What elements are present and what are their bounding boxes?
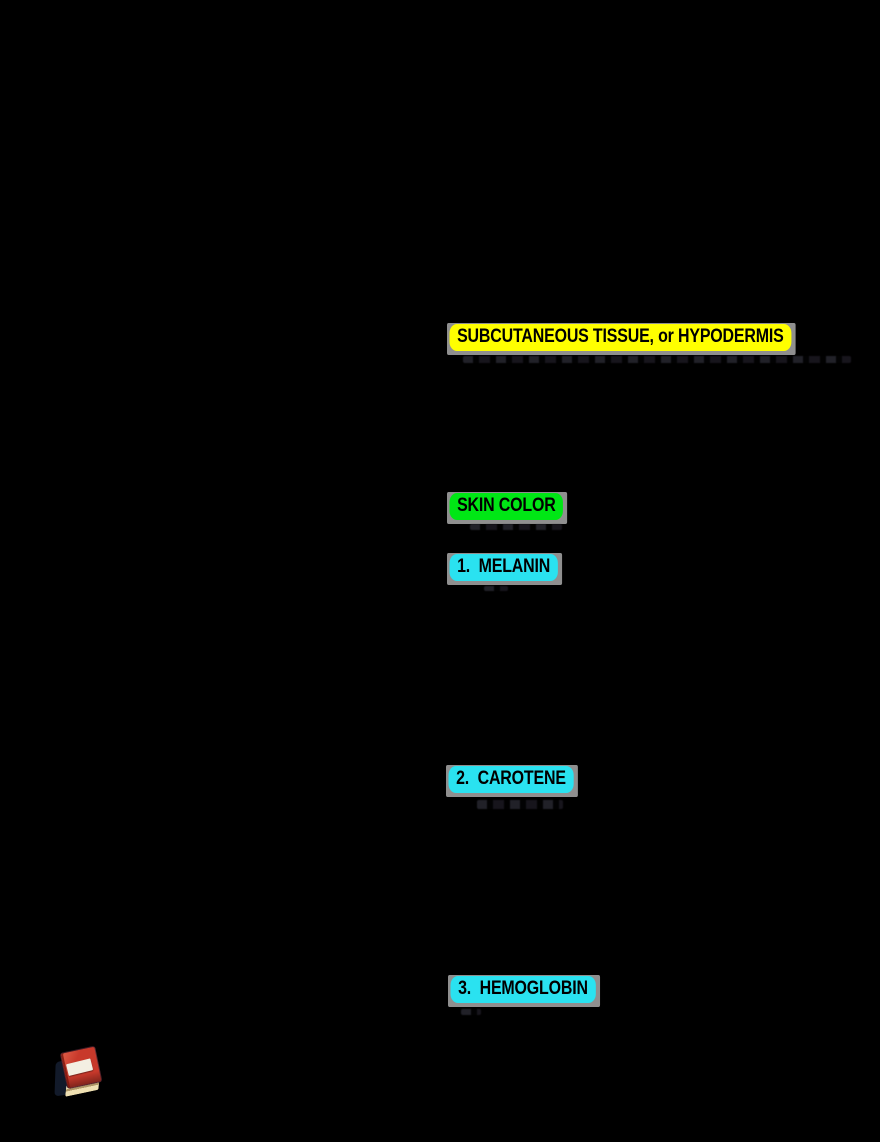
highlight-skin-color: SKIN COLOR — [447, 492, 568, 524]
melanin-label: 1. MELANIN — [449, 554, 558, 581]
carotene-label: 2. CAROTENE — [448, 766, 574, 793]
ghost-text-artifact — [461, 1009, 481, 1015]
ghost-text-artifact — [484, 586, 508, 591]
skin-color-label: SKIN COLOR — [449, 493, 564, 520]
highlight-carotene: 2. CAROTENE — [446, 765, 578, 797]
highlight-subcutaneous-hypodermis: SUBCUTANEOUS TISSUE, or HYPODERMIS — [447, 323, 796, 355]
red-book-icon — [54, 1045, 105, 1097]
ghost-text-artifact — [477, 800, 563, 809]
highlight-melanin: 1. MELANIN — [447, 553, 562, 585]
hemoglobin-label: 3. HEMOGLOBIN — [450, 976, 596, 1003]
ghost-text-artifact — [470, 524, 562, 530]
ghost-text-artifact — [463, 356, 851, 363]
highlight-hemoglobin: 3. HEMOGLOBIN — [448, 975, 600, 1007]
subcutaneous-hypodermis-label: SUBCUTANEOUS TISSUE, or HYPODERMIS — [449, 324, 792, 351]
